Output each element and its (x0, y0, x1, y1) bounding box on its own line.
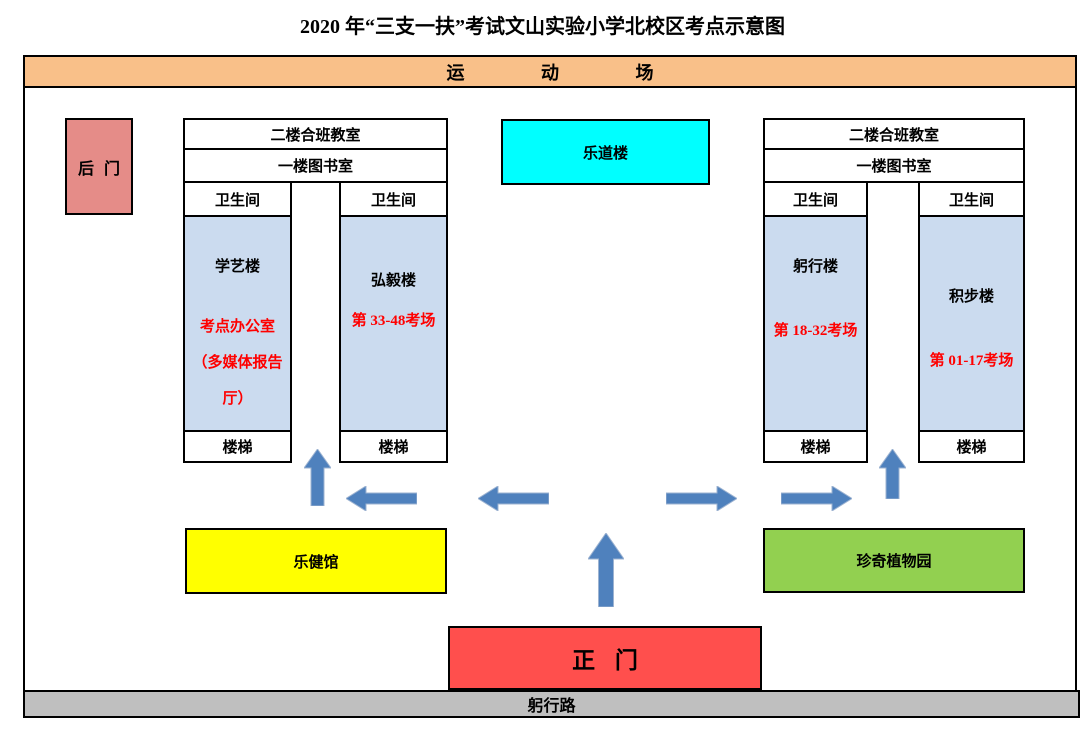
left-tower1-exam-note: 考点办公室 （多媒体报告 厅） (192, 319, 283, 407)
page-title: 2020 年“三支一扶”考试文山实验小学北校区考点示意图 (300, 16, 785, 38)
gym-building: 乐健馆 (185, 528, 447, 594)
left-tower2-restroom: 卫生间 (339, 181, 448, 217)
right-tower2-stairs: 楼梯 (918, 430, 1025, 463)
right-tower2-body: 积步楼 第 01-17考场 (918, 215, 1025, 432)
right-tower2-name: 积步楼 (948, 289, 994, 305)
path-left-arrow-icon (478, 486, 549, 511)
right-complex-second-floor: 二楼合班教室 (763, 118, 1025, 150)
right-tower1-body: 躬行楼 第 18-32考场 (763, 215, 868, 432)
left-complex-up-arrow-icon (304, 449, 331, 506)
right-tower1-stairs: 楼梯 (763, 430, 868, 463)
right-tower1-exam-note: 第 18-32考场 (773, 323, 858, 339)
left-tower1-body: 学艺楼 考点办公室 （多媒体报告 厅） (183, 215, 292, 432)
ledao-building: 乐道楼 (501, 119, 710, 185)
left-tower1-name: 学艺楼 (214, 259, 260, 275)
left-tower1-stairs: 楼梯 (183, 430, 292, 463)
right-tower1-name: 躬行楼 (792, 259, 838, 275)
main-gate: 正 门 (448, 626, 762, 690)
left-complex-first-floor: 一楼图书室 (183, 148, 448, 183)
right-complex-up-arrow-icon (879, 449, 906, 499)
left-tower2-body: 弘毅楼 第 33-48考场 (339, 215, 448, 432)
path-right-arrow-icon (781, 486, 852, 511)
left-complex-second-floor: 二楼合班教室 (183, 118, 448, 150)
plant-garden: 珍奇植物园 (763, 528, 1025, 593)
right-tower1-restroom: 卫生间 (763, 181, 868, 217)
road-bar: 躬行路 (23, 690, 1080, 718)
left-tower2-name: 弘毅楼 (370, 273, 416, 289)
main-entrance-up-arrow-icon (588, 533, 624, 607)
left-tower2-stairs: 楼梯 (339, 430, 448, 463)
left-tower2-exam-note: 第 33-48考场 (351, 313, 436, 329)
right-complex-first-floor: 一楼图书室 (763, 148, 1025, 183)
sports-field: 运 动 场 (23, 55, 1077, 88)
back-gate: 后 门 (65, 118, 133, 215)
right-tower2-restroom: 卫生间 (918, 181, 1025, 217)
path-left-arrow-icon (346, 486, 417, 511)
left-tower1-restroom: 卫生间 (183, 181, 292, 217)
right-tower2-exam-note: 第 01-17考场 (929, 353, 1014, 369)
path-right-arrow-icon (666, 486, 737, 511)
